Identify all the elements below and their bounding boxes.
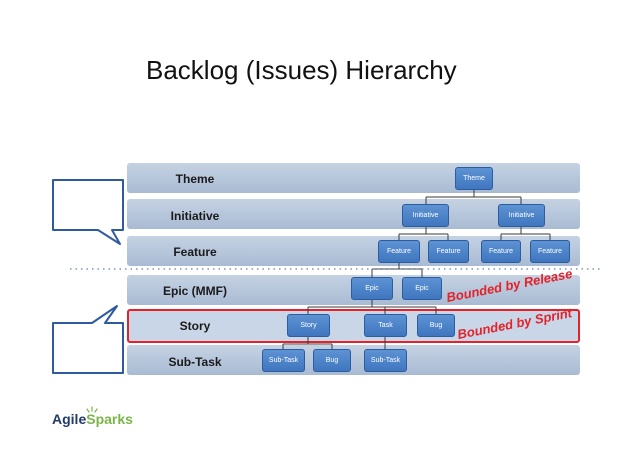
agilesparks-logo: AgileSparks: [52, 411, 133, 427]
node-subtask-1: Sub-Task: [262, 349, 305, 372]
logo-text-agile: Agile: [52, 411, 87, 427]
level-label-subtask: Sub-Task: [168, 355, 222, 369]
logo-text-sparks: Sparks: [86, 411, 133, 427]
node-subtask-2: Sub-Task: [364, 349, 407, 372]
node-epic-2: Epic: [402, 277, 442, 300]
node-story: Story: [287, 314, 330, 337]
level-label-feature: Feature: [173, 245, 217, 259]
node-theme: Theme: [455, 167, 493, 190]
band-story: [127, 309, 580, 343]
level-label-theme: Theme: [175, 172, 215, 186]
node-bug-2: Bug: [313, 349, 351, 372]
node-initiative-2: Initiative: [498, 204, 545, 227]
node-feature-1: Feature: [378, 240, 420, 263]
band-theme: [127, 163, 580, 193]
level-label-initiative: Initiative: [170, 209, 220, 223]
callout-lower: [52, 305, 124, 374]
node-bug-1: Bug: [417, 314, 455, 337]
node-feature-4: Feature: [530, 240, 570, 263]
node-task: Task: [364, 314, 407, 337]
node-feature-3: Feature: [481, 240, 521, 263]
node-feature-2: Feature: [428, 240, 469, 263]
level-label-story: Story: [179, 319, 211, 333]
level-label-epic: Epic (MMF): [163, 284, 227, 298]
callout-upper: [52, 179, 124, 245]
node-epic-1: Epic: [351, 277, 393, 300]
band-subtask: [127, 345, 580, 375]
node-initiative-1: Initiative: [402, 204, 449, 227]
page-title: Backlog (Issues) Hierarchy: [146, 55, 457, 85]
